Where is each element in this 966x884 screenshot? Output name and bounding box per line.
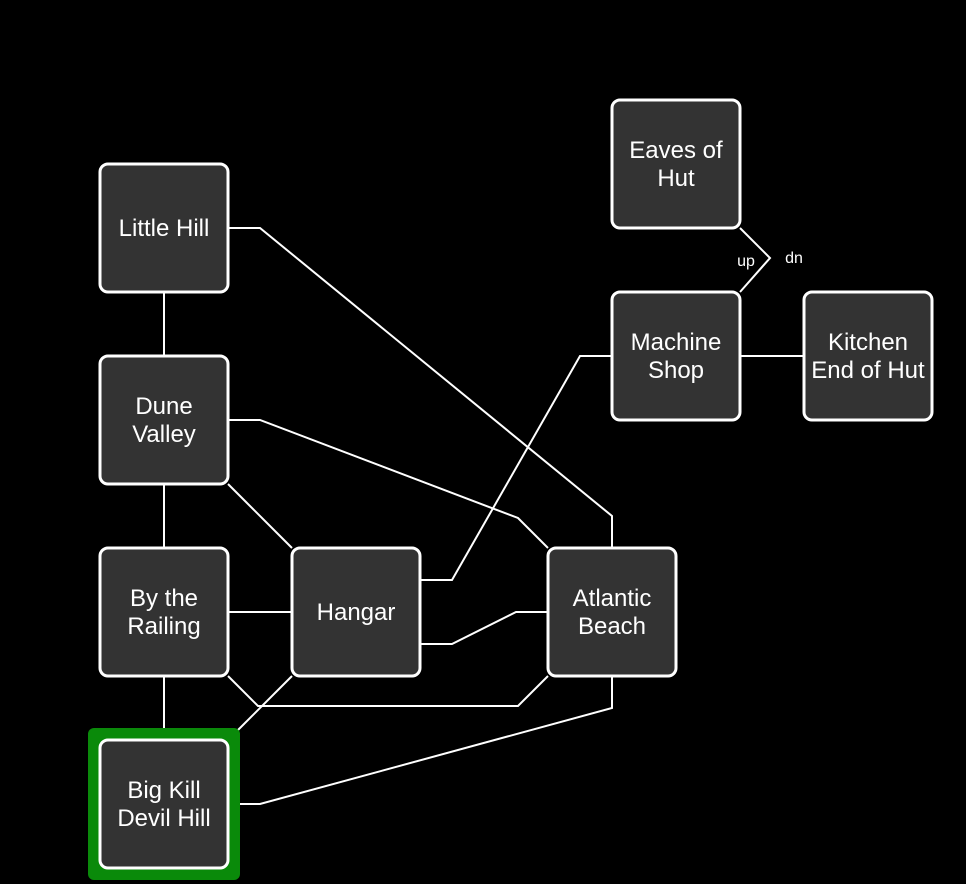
exit-label-up: up (737, 253, 755, 270)
room-label: Machine (631, 329, 722, 356)
connection-hangar-to-atlantic-beach (420, 611, 548, 645)
room-label: Dune (135, 393, 192, 420)
room-label: Beach (578, 613, 646, 640)
room-box (98, 738, 230, 870)
room-label: Valley (132, 421, 196, 448)
connection-hangar-to-big-kill (237, 675, 293, 731)
room-label: Shop (648, 357, 704, 384)
exit-labels: up dn (737, 250, 803, 270)
room-label: Hut (657, 165, 695, 192)
room-box (546, 546, 678, 678)
room-label: End of Hut (811, 357, 925, 384)
room-box (98, 546, 230, 678)
room-label: Atlantic (573, 585, 652, 612)
connection-railing-to-atlantic-beach (227, 675, 549, 707)
room-box (98, 354, 230, 486)
room-little-hill[interactable]: Little Hill (98, 162, 230, 294)
room-box (98, 162, 230, 294)
connection-dune-valley-to-hangar (227, 483, 293, 549)
room-label: Little Hill (119, 215, 210, 242)
room-hangar[interactable]: Hangar (290, 546, 422, 678)
room-label: By the (130, 585, 198, 612)
connection-big-kill-to-atlantic-beach (228, 676, 613, 805)
room-box (290, 546, 422, 678)
room-label: Big Kill (127, 777, 200, 804)
room-label: Hangar (317, 599, 396, 626)
exit-label-dn: dn (785, 250, 803, 267)
connection-dune-valley-to-atlantic-beach (228, 419, 549, 549)
connection-little-hill-to-atlantic-beach (228, 227, 613, 548)
room-label: Kitchen (828, 329, 908, 356)
connections (163, 227, 804, 805)
room-label: Eaves of (629, 137, 723, 164)
room-box (802, 290, 934, 422)
room-box (610, 98, 742, 230)
room-box (610, 290, 742, 422)
connection-machine-shop-to-eaves (739, 227, 772, 293)
room-label: Railing (127, 613, 200, 640)
room-label: Devil Hill (117, 805, 210, 832)
connection-hangar-to-machine-shop (420, 355, 612, 581)
